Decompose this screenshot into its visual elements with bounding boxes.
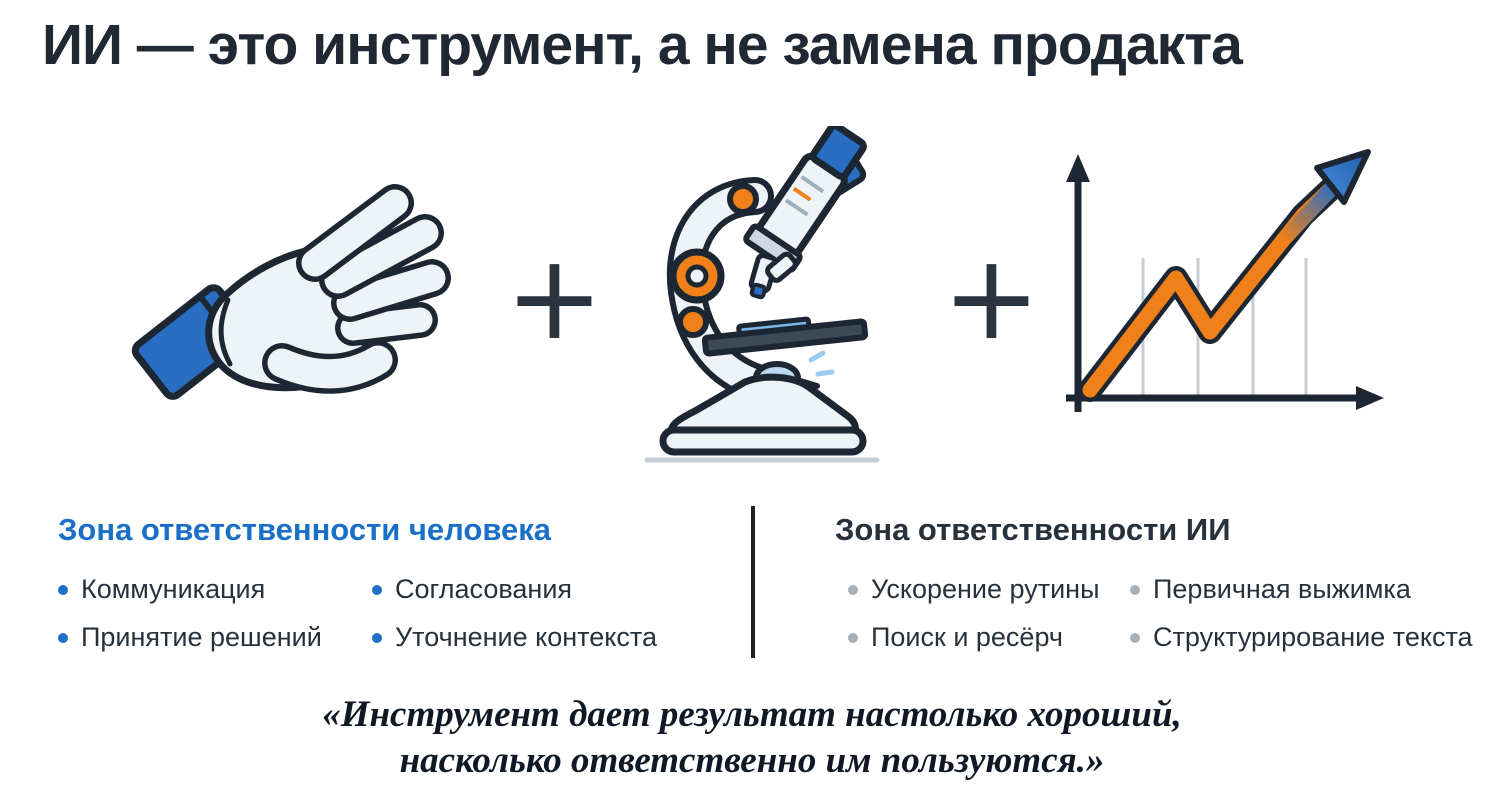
bullet-label: Принятие решений [81,622,322,652]
list-item: Уточнение контекста [372,622,657,653]
bullet-label: Поиск и ресёрч [871,622,1063,652]
growth-chart-icon [1038,140,1398,440]
growth-chart-illustration [1066,149,1384,412]
bullet-label: Структурирование текста [1153,622,1473,652]
microscope-icon [605,122,905,466]
list-item: Согласования [372,574,657,605]
ai-zone-list: Ускорение рутины Первичная выжимка Поиск… [848,574,1473,653]
plus-sign: + [942,228,1041,366]
microscope-illustration [644,122,880,463]
plus-sign: + [505,228,604,366]
list-item: Первичная выжимка [1130,574,1473,605]
quote: «Инструмент дает результат настолько хор… [0,692,1504,785]
bullet-label: Первичная выжимка [1153,574,1411,604]
list-item: Коммуникация [58,574,372,605]
list-item: Ускорение рутины [848,574,1130,605]
bullet-label: Согласования [395,574,573,604]
list-item: Принятие решений [58,622,372,653]
bullet-dot [58,584,68,595]
bullet-label: Уточнение контекста [395,622,657,652]
bullet-dot [848,584,858,595]
bullet-dot [1130,584,1140,595]
hand-icon [110,128,490,448]
list-item: Поиск и ресёрч [848,622,1130,653]
bullet-label: Коммуникация [81,574,266,604]
ai-zone-heading: Зона ответственности ИИ [835,512,1231,547]
quote-line-2: насколько ответственно им пользуются.» [399,740,1105,782]
bullet-dot [372,632,382,643]
bullet-dot [58,632,68,643]
vertical-divider [751,506,755,658]
list-item: Структурирование текста [1130,622,1473,653]
human-zone-heading: Зона ответственности человека [58,512,552,547]
hand-illustration [131,184,451,400]
bullet-dot [372,584,382,595]
human-zone-list: Коммуникация Согласования Принятие решен… [58,574,657,653]
bullet-label: Ускорение рутины [871,574,1100,604]
bullet-dot [1130,632,1140,643]
page-title: ИИ — это инструмент, а не замена продакт… [42,13,1243,77]
bullet-dot [848,632,858,643]
quote-line-1: «Инструмент дает результат настолько хор… [322,694,1182,735]
